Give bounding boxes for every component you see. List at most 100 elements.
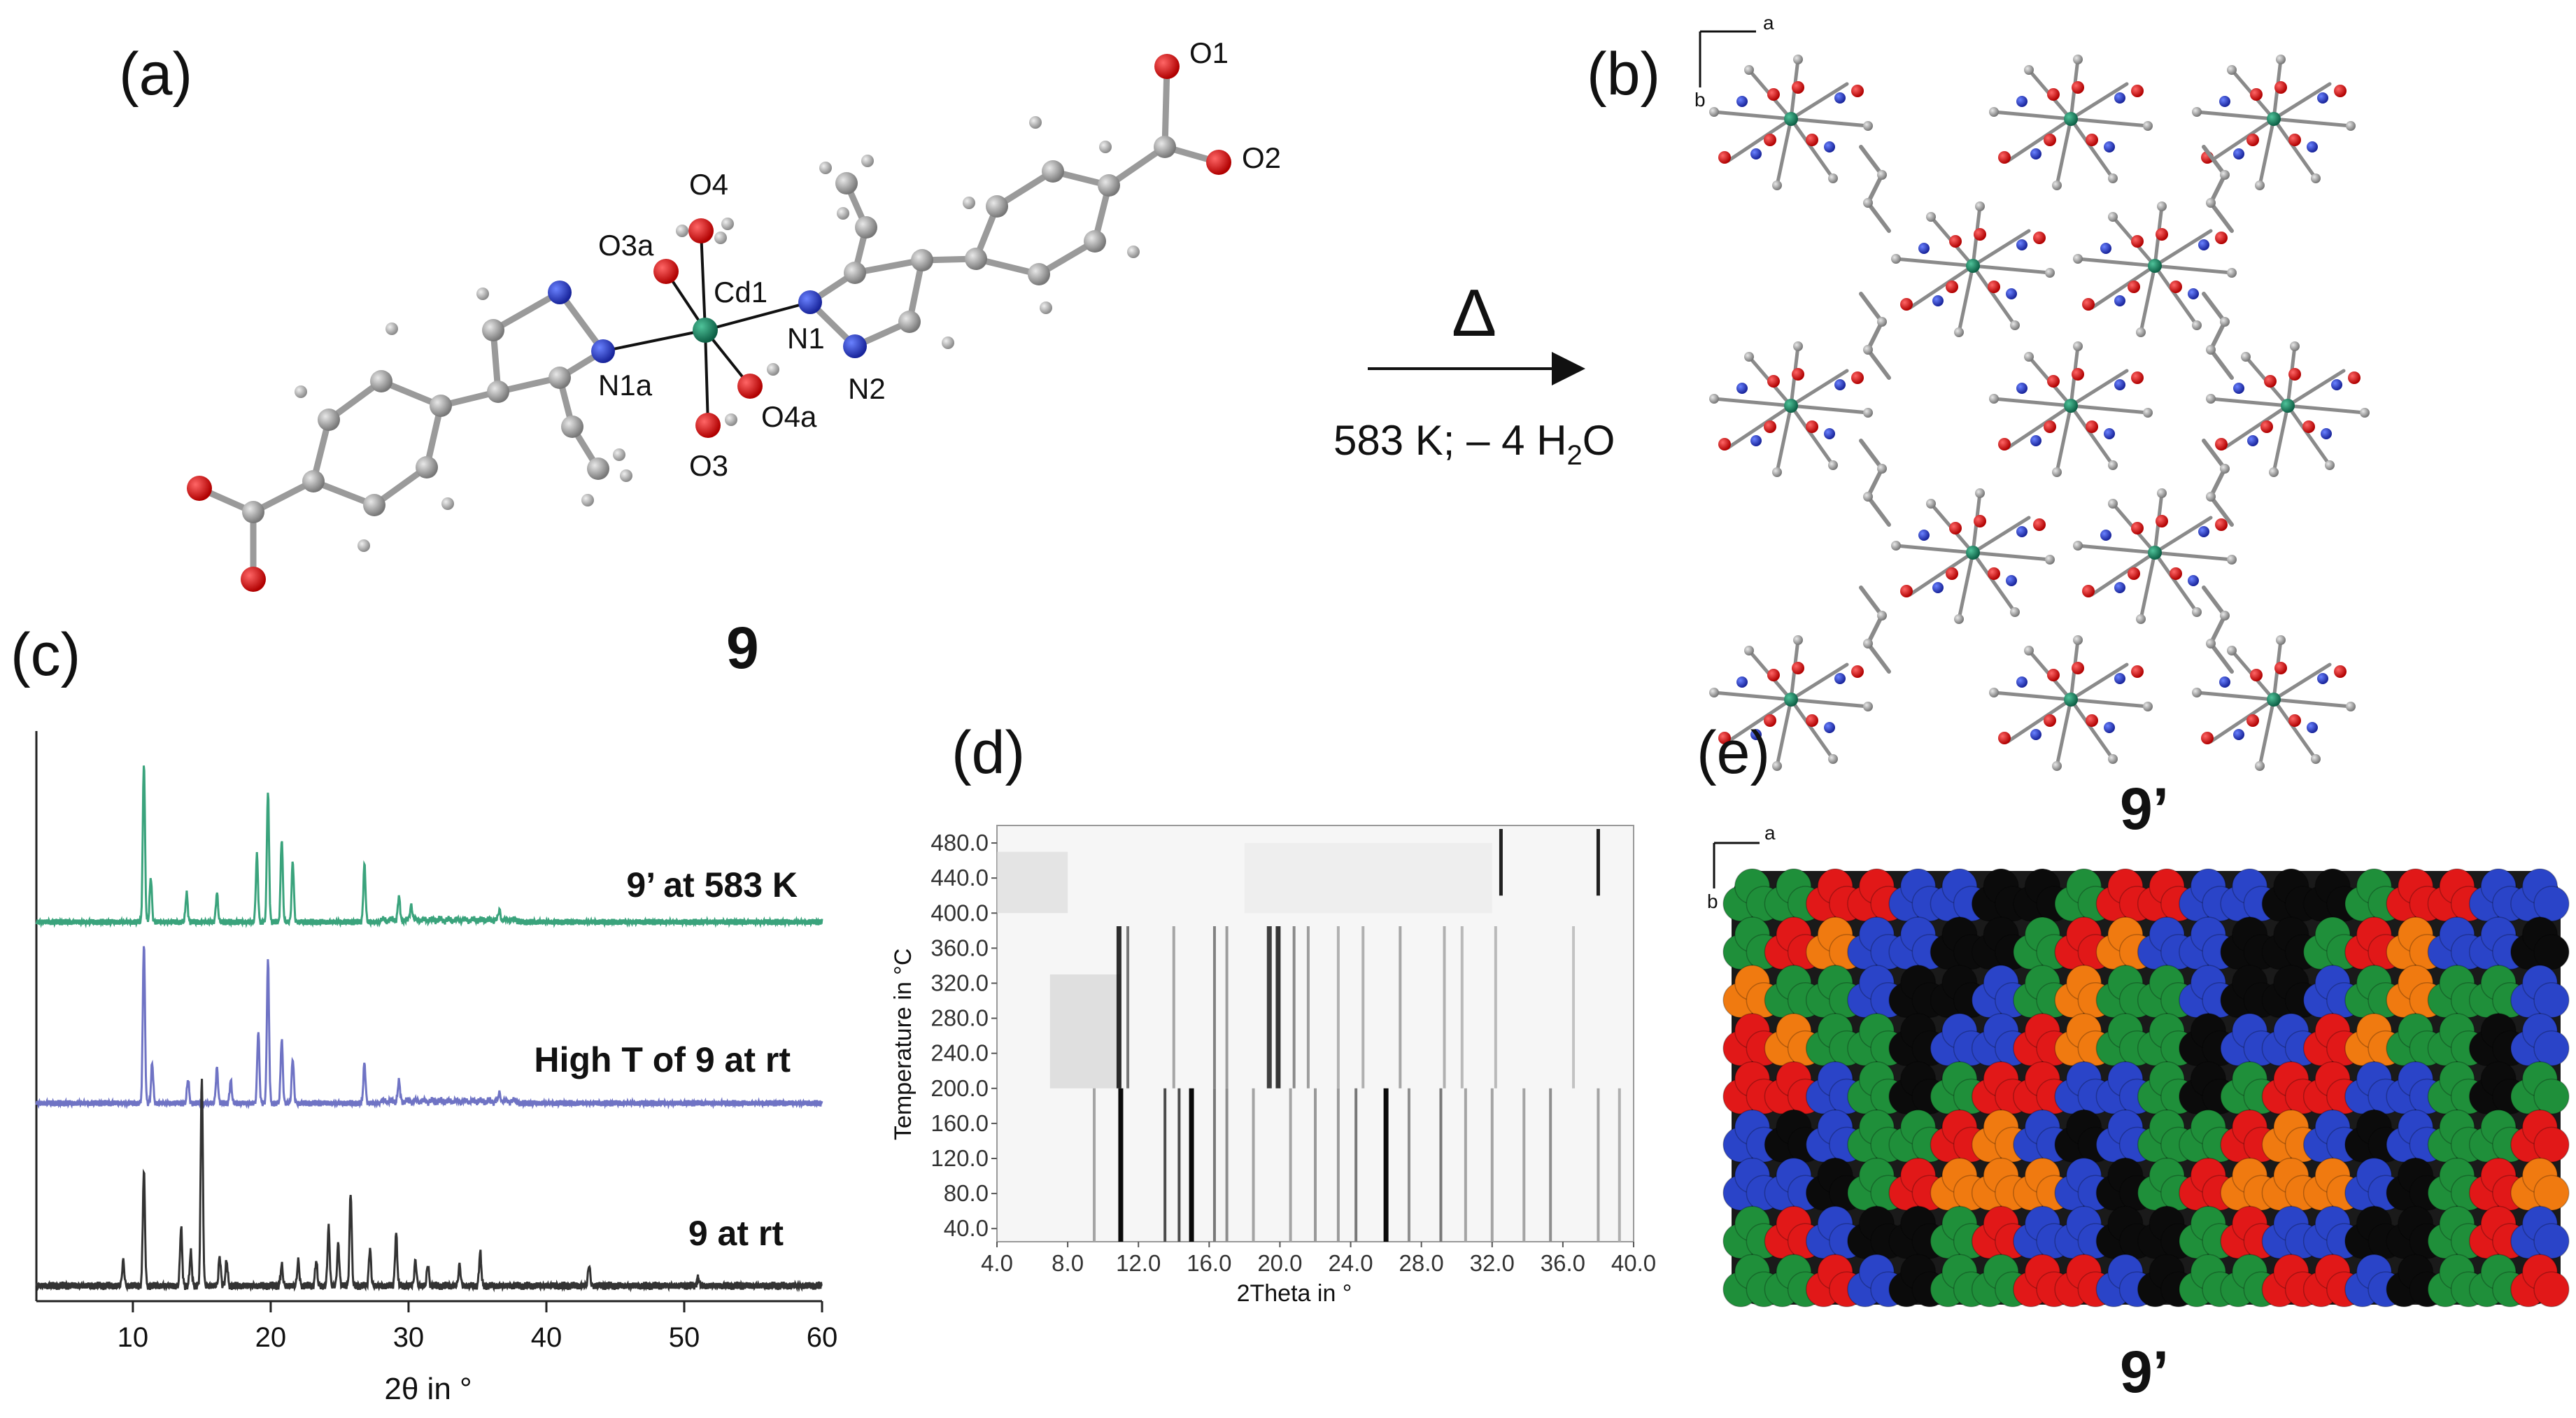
space-fill-sphere <box>2533 1175 2570 1211</box>
arrow-condition: 583 K; – 4 H2O <box>1333 417 1615 471</box>
temperature-heatmap: 40.080.0120.0160.0200.0240.0280.0320.036… <box>890 825 1656 1307</box>
atom-label-cd1: Cd1 <box>714 276 767 309</box>
atom-o2 <box>1206 150 1231 175</box>
atom-q2 <box>370 370 392 392</box>
heatmap-ytick-label: 280.0 <box>930 1005 989 1031</box>
atom-q4 <box>302 470 325 492</box>
atom-n1 <box>798 290 822 314</box>
hydrogen-atom <box>613 448 625 461</box>
cd-complex-unit <box>1989 55 2153 190</box>
cd-complex-unit <box>2192 635 2356 771</box>
trace-label-9-rt: 9 at rt <box>688 1214 784 1253</box>
atom-me2 <box>587 458 609 480</box>
cd-complex-unit <box>1891 201 2055 337</box>
space-fill-sphere <box>2533 1030 2570 1067</box>
pxrd-tick-label: 20 <box>255 1322 287 1353</box>
atom-o5 <box>187 476 212 501</box>
hydrogen-atom <box>721 218 734 230</box>
atom-label-n2: N2 <box>848 372 886 405</box>
compound-9prime-label-e: 9’ <box>2120 1339 2169 1405</box>
linker-chain <box>2202 145 2234 233</box>
cd-atom <box>2281 399 2295 413</box>
hydrogen-atom <box>358 539 370 552</box>
cd-atom <box>2148 546 2162 560</box>
bond <box>1105 143 1168 189</box>
molecule-9 <box>187 54 1231 592</box>
bond <box>700 229 707 332</box>
heatmap-ytick-label: 40.0 <box>944 1215 989 1241</box>
atom-o4a <box>737 374 763 399</box>
heatmap-xtick-label: 24.0 <box>1328 1250 1373 1276</box>
pxrd-tick-label: 30 <box>393 1322 425 1353</box>
panel-e-letter: (e) <box>1697 719 1770 786</box>
atom-me1 <box>835 172 858 194</box>
linker-chain <box>2202 439 2234 527</box>
atom-p1 <box>965 248 987 270</box>
atom-ir3 <box>898 311 921 333</box>
heatmap-shade <box>1049 974 1121 1089</box>
heatmap-xtick-label: 20.0 <box>1257 1250 1302 1276</box>
heatmap-ytick-label: 160.0 <box>930 1110 989 1136</box>
hydrogen-atom <box>837 207 849 220</box>
cd-complex-unit <box>2073 488 2237 624</box>
atom-q5 <box>363 494 385 516</box>
hydrogen-atom <box>861 155 874 167</box>
heatmap-xtick-label: 8.0 <box>1052 1250 1084 1276</box>
space-fill-sphere <box>2533 1078 2570 1115</box>
atom-o1 <box>1154 54 1180 79</box>
linker-chain <box>2202 292 2234 380</box>
atom-q3 <box>318 409 340 431</box>
atom-cd <box>693 318 718 343</box>
cd-atom <box>2064 112 2078 126</box>
atom-label-o3a: O3a <box>598 229 654 262</box>
atom-n1a <box>591 339 615 363</box>
atom-o3 <box>695 413 721 438</box>
heatmap-ytick-label: 440.0 <box>930 865 989 891</box>
axis-a-label-e: a <box>1764 822 1776 844</box>
hydrogen-atom <box>620 469 632 482</box>
hydrogen-atom <box>767 363 779 376</box>
atom-in2 <box>843 334 867 358</box>
cd-complex-unit <box>1709 635 1873 771</box>
heatmap-ytick-label: 200.0 <box>930 1075 989 1101</box>
space-fill-sphere <box>2533 934 2570 970</box>
pxrd-tick-label: 60 <box>807 1322 838 1353</box>
cd-complex-unit <box>1709 55 1873 190</box>
panel-e: (e) a b 9’ <box>1697 719 2570 1405</box>
bond <box>851 257 926 276</box>
atom-cc <box>1154 136 1176 158</box>
atom-jc1 <box>561 416 583 438</box>
linker-chain <box>1859 439 1891 527</box>
compound-9-label: 9 <box>726 615 759 681</box>
axis-indicator-b: a b <box>1694 12 1774 111</box>
atom-q1 <box>430 395 452 417</box>
bond <box>704 329 709 427</box>
atom-p3 <box>1042 160 1064 183</box>
atom-label-o3: O3 <box>689 449 728 482</box>
linker-chain <box>1859 292 1891 380</box>
trace-label-hight-rt: High T of 9 at rt <box>534 1040 791 1079</box>
pxrd-trace-hight-rt <box>35 946 823 1109</box>
heatmap-ytick-label: 120.0 <box>930 1145 989 1171</box>
atom-label-o4: O4 <box>689 168 728 201</box>
heatmap-ytick-label: 80.0 <box>944 1180 989 1206</box>
space-fill-sphere <box>2533 1271 2570 1307</box>
cd-atom <box>2267 693 2281 707</box>
hydrogen-atom <box>581 494 594 506</box>
delta-symbol: Δ <box>1452 276 1496 350</box>
heatmap-y-label: Temperature in °C <box>890 949 917 1140</box>
pxrd-x-label: 2θ in ° <box>384 1372 472 1406</box>
atom-p2 <box>986 195 1008 218</box>
bond <box>1161 63 1170 150</box>
heatmap-lines <box>997 829 1621 1242</box>
atom-cc2 <box>242 501 264 523</box>
atom-ic1 <box>855 216 877 239</box>
hydrogen-atom <box>1040 302 1052 314</box>
heatmap-xtick-label: 28.0 <box>1399 1250 1444 1276</box>
heatmap-xtick-label: 16.0 <box>1187 1250 1231 1276</box>
cd-complex-unit <box>1891 488 2055 624</box>
hydrogen-atom <box>942 336 954 349</box>
